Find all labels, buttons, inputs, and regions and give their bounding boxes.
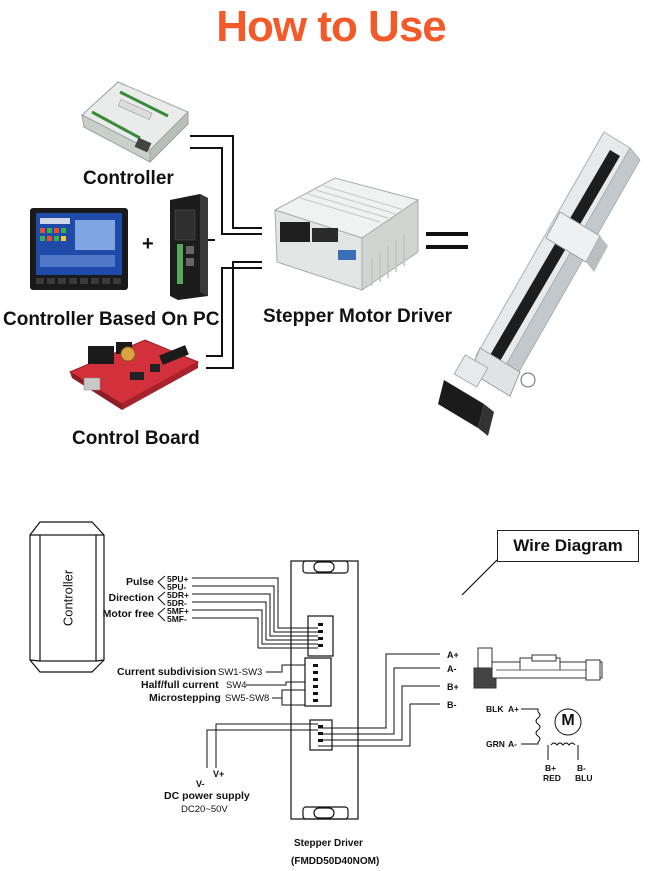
switch-microstepping-code: SW5-SW8 <box>225 693 270 704</box>
driver-label: Stepper Motor Driver <box>263 306 452 327</box>
output-a-plus: A+ <box>447 650 459 660</box>
signal-direction-label: Direction <box>108 592 154 604</box>
controller-box-label: Controller <box>60 569 76 627</box>
output-b-minus: B- <box>447 700 457 710</box>
power-vminus: V- <box>196 779 205 789</box>
power-vplus: V+ <box>213 769 225 779</box>
equals-bar-bottom <box>426 245 468 249</box>
terminal-dr-minus: 5DR- <box>167 598 187 608</box>
motor-symbol-drawing <box>521 708 582 760</box>
controller-label: Controller <box>83 168 174 189</box>
motor-grn-label: GRN <box>486 739 505 749</box>
switch-half-full-code: SW4 <box>226 680 247 691</box>
motor-a-plus-label: A+ <box>508 704 520 714</box>
motor-red-label: RED <box>543 773 561 783</box>
motor-actuator-drawing <box>473 647 603 689</box>
switch-subdivision-label: Current subdivision <box>117 666 217 678</box>
output-wires <box>318 653 440 747</box>
switch-half-full-label: Half/full current <box>141 679 219 691</box>
driver-model: (FMDD50D40NOM) <box>291 856 380 867</box>
control-board-image <box>68 339 200 410</box>
hmi-screen-image <box>30 208 128 290</box>
power-range-label: DC20~50V <box>181 804 228 815</box>
output-b-plus: B+ <box>447 682 459 692</box>
motor-blu-label: BLU <box>575 773 593 783</box>
plus-sign: + <box>142 233 154 255</box>
signal-wires <box>192 577 318 649</box>
terminal-pu-plus: 5PU+ <box>167 574 189 584</box>
terminal-pu-minus: 5PU- <box>167 582 187 592</box>
switch-microstepping-label: Microstepping <box>149 692 221 704</box>
signal-pulse-label: Pulse <box>125 576 154 588</box>
power-wires <box>206 723 318 768</box>
control-board-label: Control Board <box>72 428 200 449</box>
controller-box-drawing <box>29 521 105 673</box>
signal-motorfree-label: Motor free <box>102 608 154 620</box>
motor-m-symbol: M <box>561 712 575 729</box>
terminal-mf-plus: 5MF+ <box>167 606 189 616</box>
connection-lines <box>190 135 262 369</box>
terminal-dr-plus: 5DR+ <box>167 590 189 600</box>
motor-a-minus-label: A- <box>508 739 517 749</box>
controller-pc-label: Controller Based On PC <box>3 309 220 330</box>
pc-controller-image <box>170 194 208 300</box>
stepper-driver-image <box>273 177 420 291</box>
motor-b-minus-label: B- <box>577 763 586 773</box>
motor-blk-label: BLK <box>486 704 504 714</box>
power-supply-label: DC power supply <box>164 790 250 802</box>
terminal-mf-minus: 5MF- <box>167 614 187 624</box>
wire-diagram-title-box: Wire Diagram <box>497 530 639 562</box>
switch-subdivision-code: SW1-SW3 <box>218 667 263 678</box>
motor-b-plus-label: B+ <box>545 763 557 773</box>
output-a-minus: A- <box>447 664 457 674</box>
linear-actuator-image <box>438 131 641 436</box>
page-title: How to Use <box>216 2 447 51</box>
driver-caption: Stepper Driver <box>294 838 363 849</box>
controller-device-image <box>81 81 189 164</box>
equals-bar-top <box>426 232 468 236</box>
